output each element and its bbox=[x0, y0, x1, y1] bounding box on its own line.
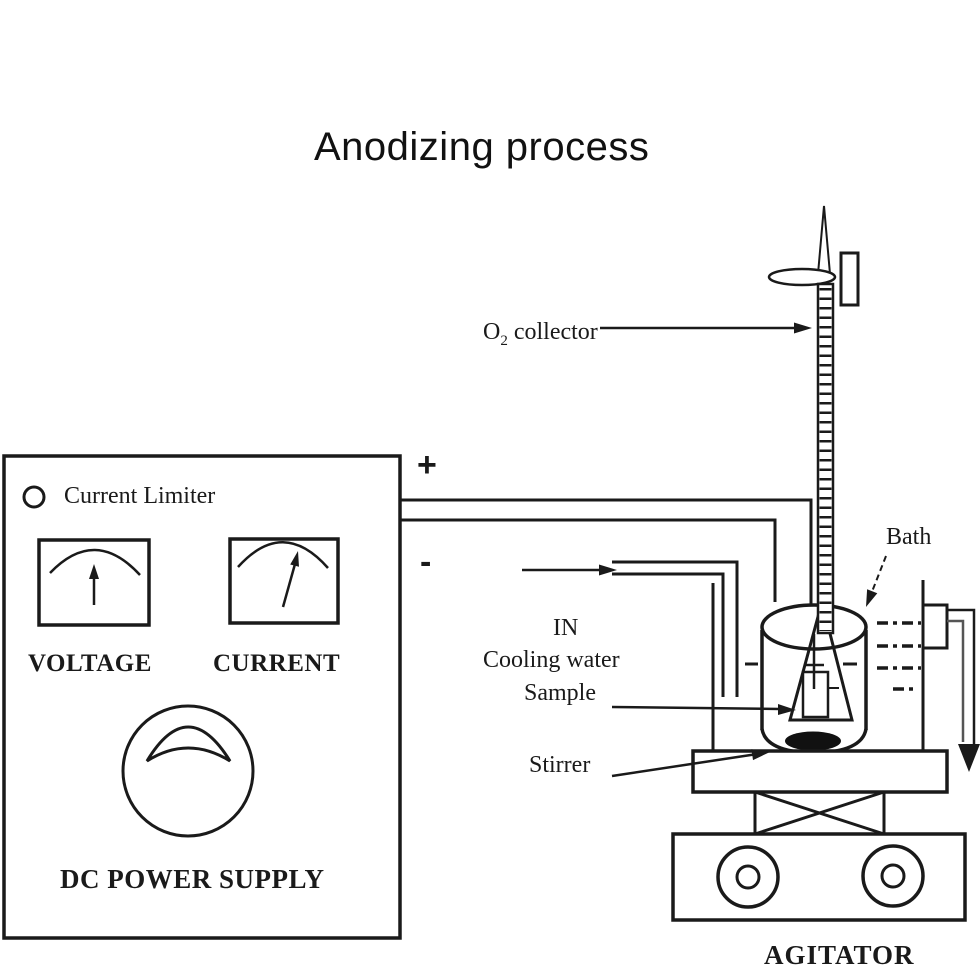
stirrer-bar bbox=[785, 731, 841, 751]
page-title: Anodizing process bbox=[314, 125, 650, 169]
voltage-meter bbox=[37, 538, 151, 627]
cooling-in-arrow bbox=[522, 564, 617, 576]
knob-pointer-crescent bbox=[145, 725, 232, 763]
agitator-assembly bbox=[671, 749, 967, 922]
bath-arrow bbox=[866, 555, 887, 607]
agitator-base bbox=[671, 832, 967, 922]
o2-collector-column bbox=[767, 205, 860, 307]
o2-subscript: 2 bbox=[500, 332, 508, 349]
collector-propeller bbox=[767, 267, 837, 287]
cooling-water-pipes bbox=[612, 560, 739, 697]
voltage-meter-label: VOLTAGE bbox=[28, 650, 152, 677]
current-limiter-label: Current Limiter bbox=[64, 483, 216, 509]
current-meter bbox=[228, 537, 340, 625]
sample-block bbox=[801, 634, 839, 719]
o2-collector-arrow bbox=[600, 322, 812, 334]
water-level-marks bbox=[877, 621, 921, 691]
o2-symbol: O bbox=[483, 319, 501, 345]
outlet-down-arrowhead bbox=[958, 744, 980, 772]
positive-terminal-label: + bbox=[417, 446, 437, 484]
stirrer-label: Stirrer bbox=[529, 752, 591, 778]
wheel-left bbox=[716, 845, 780, 909]
stirrer-arrow bbox=[611, 749, 770, 778]
scissor-lift bbox=[753, 790, 886, 836]
current-limiter-indicator bbox=[22, 485, 46, 509]
bath-label: Bath bbox=[886, 524, 932, 550]
voltage-needle-arrowhead bbox=[89, 564, 99, 579]
sample-arrow bbox=[611, 704, 796, 715]
collector-top-spike bbox=[816, 205, 832, 275]
power-supply-box bbox=[2, 454, 402, 940]
cooling-in-label: IN bbox=[553, 615, 579, 641]
collector-graduated-tube bbox=[816, 282, 835, 635]
sample-label: Sample bbox=[524, 680, 596, 706]
o2-collector-label: O2 collector bbox=[483, 319, 598, 348]
agitator-label: AGITATOR bbox=[764, 940, 915, 970]
cooling-water-label: Cooling water bbox=[483, 647, 620, 673]
current-meter-label: CURRENT bbox=[213, 650, 341, 677]
funnel bbox=[788, 601, 854, 722]
collector-word: collector bbox=[513, 319, 598, 345]
overflow-outlet bbox=[921, 603, 980, 772]
power-knob bbox=[121, 704, 255, 838]
positive-wire bbox=[400, 498, 813, 604]
power-supply-label: DC POWER SUPPLY bbox=[60, 864, 325, 894]
wheel-right bbox=[861, 844, 925, 908]
collector-float-box bbox=[839, 251, 860, 307]
current-needle-arrowhead bbox=[290, 551, 299, 567]
negative-terminal-label: - bbox=[420, 543, 432, 581]
negative-wire bbox=[400, 518, 777, 602]
